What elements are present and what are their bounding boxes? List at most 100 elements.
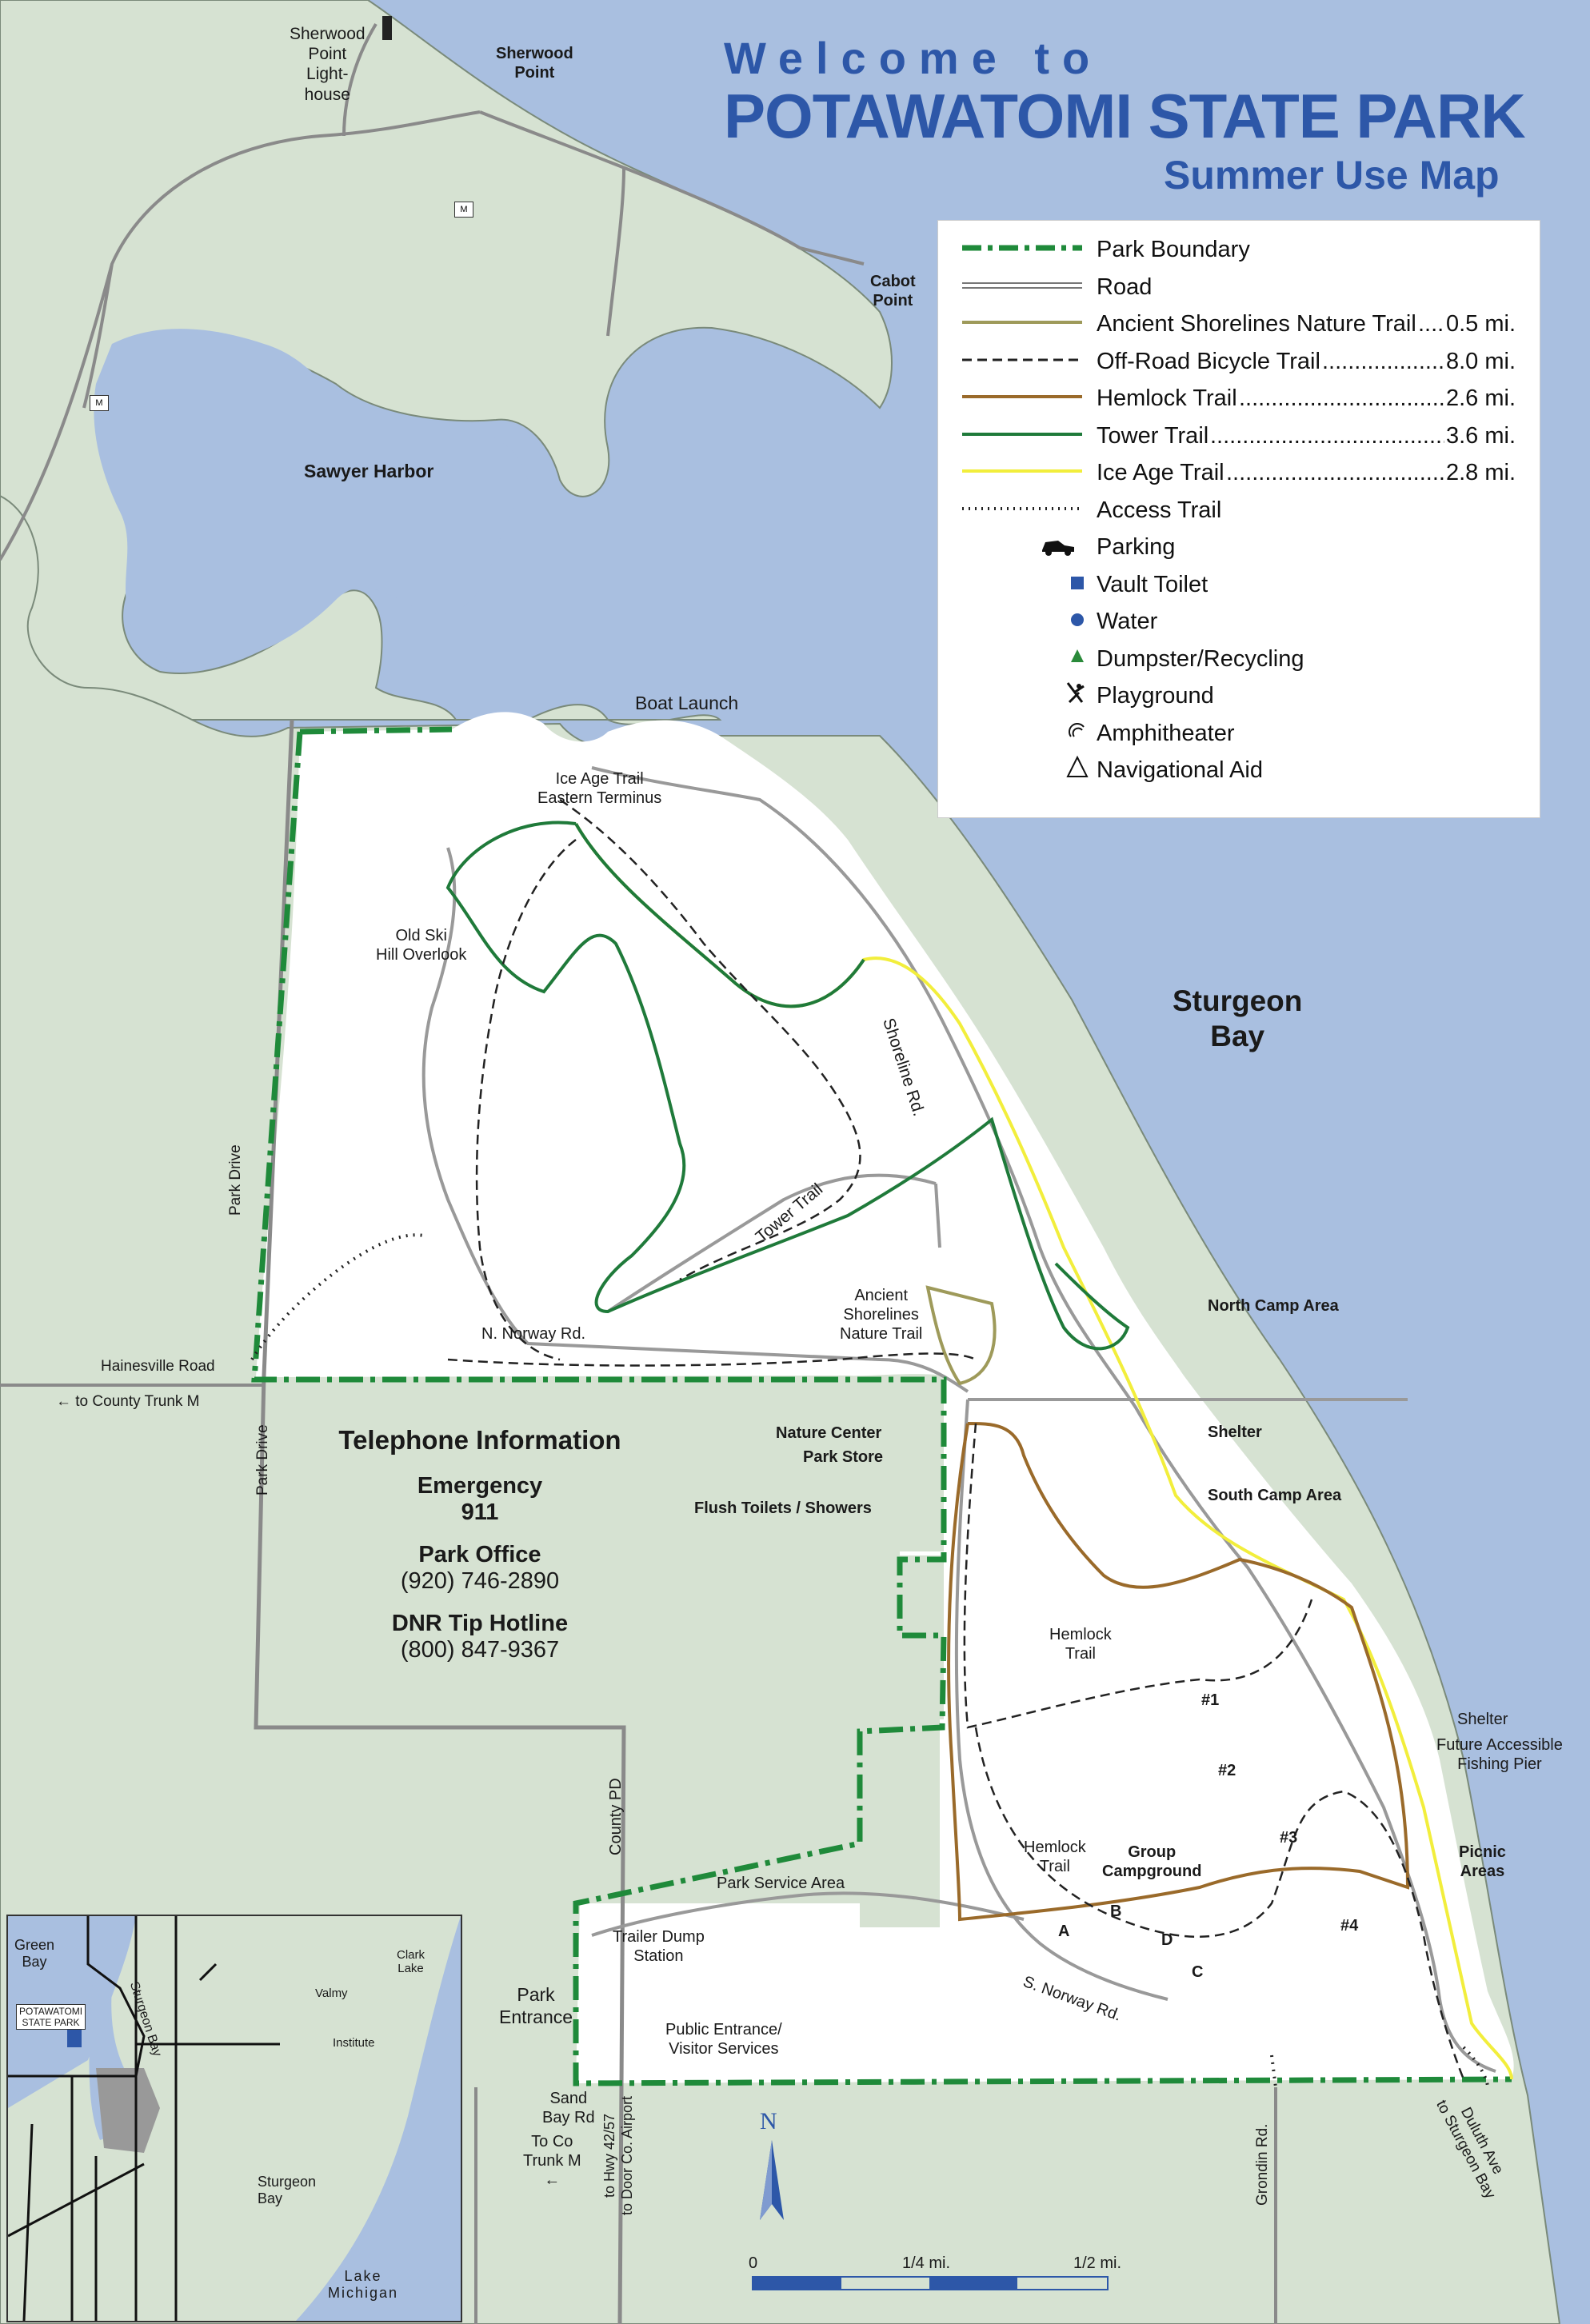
- label-park-drive-2: Park Drive: [254, 1424, 271, 1495]
- park-area-north: [256, 712, 1184, 1377]
- legend-symbol-parking-icon: [962, 529, 1090, 561]
- label-nature-center: Nature Center: [776, 1424, 882, 1442]
- scale-label-0: 0: [749, 2254, 758, 2272]
- legend-label: Dumpster/Recycling: [1097, 645, 1304, 672]
- legend-row-bicycle-trail: Off-Road Bicycle Trail..................…: [938, 344, 1540, 376]
- emergency-label: Emergency: [417, 1473, 543, 1499]
- legend-row-parking-icon: Parking: [938, 529, 1540, 561]
- legend-symbol-playground-icon: [962, 678, 1090, 710]
- emergency-number: 911: [461, 1499, 499, 1525]
- legend-symbol-vault-toilet-icon: [962, 567, 1090, 599]
- label-to-county-trunk-m: ← to County Trunk M: [56, 1393, 200, 1410]
- label-county-pd: County PD: [607, 1778, 625, 1855]
- inset-map-graphic: [8, 1916, 461, 2321]
- legend-label: Parking: [1097, 534, 1176, 560]
- title-welcome: Welcome to: [724, 33, 1103, 83]
- legend-symbol-bicycle-trail: [962, 344, 1090, 376]
- label-site-d: D: [1161, 1931, 1173, 1949]
- legend-symbol-dumpster-icon: [962, 641, 1090, 673]
- legend-length: 2.8 mi.: [1445, 460, 1516, 485]
- bicycle-trail: [447, 798, 1465, 2080]
- north-arrow-icon: [760, 2140, 784, 2220]
- tower-trail: [445, 821, 1130, 1351]
- label-boat-launch: Boat Launch: [635, 693, 739, 713]
- north-roads: [0, 22, 865, 561]
- dnr-tip-number: (800) 847-9367: [400, 1637, 560, 1663]
- legend-row-access-trail: Access Trail: [938, 493, 1540, 525]
- legend-label: Ice Age Trail: [1097, 460, 1224, 485]
- legend-leader-dots: ........................................…: [1322, 348, 1444, 374]
- legend-symbol-tower-trail: [962, 418, 1090, 450]
- legend-label: Water: [1097, 609, 1158, 634]
- north-arrow-letter: N: [760, 2108, 777, 2134]
- park-area-south: [576, 1376, 1514, 2083]
- legend-leader-dots: ........................................…: [1226, 460, 1444, 485]
- legend-row-navigational-aid-icon: Navigational Aid: [938, 753, 1540, 785]
- scale-bar: [752, 2276, 1109, 2290]
- legend-symbol-amphitheater-icon: [962, 716, 1090, 748]
- label-picnic-2: #2: [1218, 1762, 1236, 1779]
- park-office-label: Park Office: [418, 1542, 541, 1567]
- label-n-norway-rd: N. Norway Rd.: [481, 1325, 586, 1343]
- sawyer-harbor: [94, 329, 528, 665]
- label-shelter-2: Shelter: [1457, 1711, 1508, 1728]
- legend-length: 8.0 mi.: [1445, 348, 1516, 374]
- park-office-number: (920) 746-2890: [400, 1568, 560, 1594]
- title-subtitle: Summer Use Map: [1164, 153, 1500, 198]
- inset-roads: [8, 1916, 280, 2321]
- inset-institute: Institute: [333, 2036, 375, 2050]
- legend-row-ancient-shorelines-trail: Ancient Shorelines Nature Trail.........…: [938, 306, 1540, 338]
- inset-valmy: Valmy: [315, 1987, 348, 2000]
- label-site-c: C: [1192, 1963, 1204, 1981]
- legend-label: Park Boundary: [1097, 237, 1250, 262]
- title-park-name: POTAWATOMI STATE PARK: [724, 81, 1526, 151]
- n-norway-road: [421, 847, 969, 1393]
- legend-symbol-road: [962, 270, 1090, 301]
- label-public-entrance: Public Entrance/Visitor Services: [665, 2021, 782, 2058]
- inset-lake-michigan-water: [296, 1916, 461, 2321]
- legend-label: Off-Road Bicycle Trail: [1097, 348, 1320, 374]
- label-picnic-1: #1: [1201, 1691, 1220, 1709]
- label-flush-toilets: Flush Toilets / Showers: [694, 1499, 872, 1517]
- label-shelter: Shelter: [1208, 1424, 1262, 1441]
- dnr-tip-label: DNR Tip Hotline: [391, 1611, 569, 1636]
- legend-symbol-navigational-aid-icon: [962, 753, 1090, 785]
- label-park-store: Park Store: [803, 1448, 884, 1466]
- legend-leader-dots: ........................................…: [1210, 422, 1444, 449]
- label-hainesville-rd: Hainesville Road: [101, 1358, 215, 1375]
- telephone-information: Telephone Information Emergency 911 Park…: [288, 1425, 672, 1679]
- park-boundary: [251, 726, 1512, 2086]
- label-picnic-3: #3: [1280, 1829, 1298, 1847]
- legend-label: Road: [1097, 274, 1153, 300]
- legend-row-road: Road: [938, 270, 1540, 301]
- legend-length: 0.5 mi.: [1445, 311, 1516, 337]
- inset-city: [96, 2068, 160, 2153]
- ancient-shorelines-trail: [925, 1285, 997, 1386]
- legend-symbol-water-icon: [962, 604, 1090, 636]
- lighthouse-icon: [382, 16, 392, 40]
- legend-label: Navigational Aid: [1097, 757, 1263, 783]
- shoreline-road: [591, 766, 1496, 2073]
- legend-row-park-boundary: Park Boundary: [938, 232, 1540, 264]
- legend-leader-dots: ........................................…: [1418, 311, 1444, 337]
- legend-row-hemlock-trail: Hemlock Trail...........................…: [938, 381, 1540, 413]
- m-shield-north: M: [454, 202, 473, 218]
